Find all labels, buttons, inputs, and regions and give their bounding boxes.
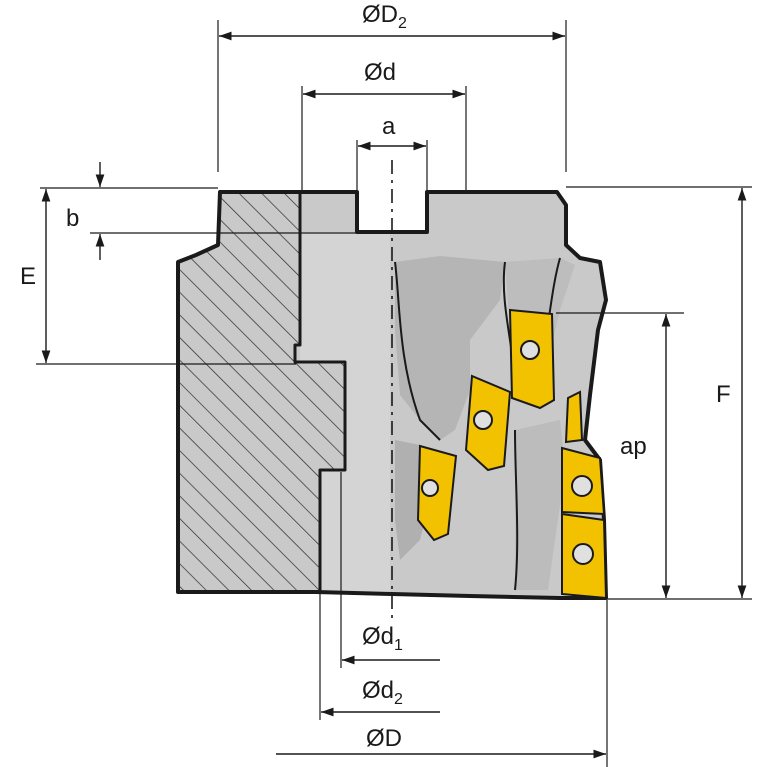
- label-a: a: [382, 113, 396, 140]
- body-outline: [176, 190, 608, 600]
- label-D: ØD: [366, 725, 402, 752]
- inserts: [416, 308, 608, 600]
- insert-lower-left: [416, 444, 458, 542]
- insert-lower-right: [561, 446, 606, 516]
- insert-edge-right: [564, 390, 584, 444]
- label-E: E: [20, 263, 36, 290]
- torx-screw-icon: [520, 340, 540, 360]
- insert-upper-mid: [464, 374, 512, 472]
- section-boundary: [293, 192, 347, 592]
- flute-upper: [395, 256, 505, 440]
- flute-edge-1: [394, 261, 441, 441]
- torx-screw-icon: [421, 479, 439, 497]
- label-d1: Ød1: [362, 623, 403, 654]
- label-d: Ød: [364, 59, 396, 86]
- torx-screw-icon: [473, 410, 493, 430]
- label-F: F: [716, 381, 731, 408]
- dimensions: [36, 20, 752, 767]
- torx-screw-icon: [572, 543, 594, 565]
- hatched-section: [178, 192, 345, 592]
- label-d2: Ød2: [362, 677, 403, 708]
- flute-edge-4: [514, 429, 519, 591]
- flute-lower: [515, 420, 565, 590]
- label-D2: ØD2: [362, 1, 407, 32]
- torx-screw-icon: [571, 475, 593, 497]
- dimension-labels: ØD2 Ød a b E F ap Ød1 Ød2 ØD: [20, 1, 731, 752]
- label-ap: ap: [620, 433, 647, 460]
- label-b: b: [66, 205, 79, 232]
- insert-bottom-right: [561, 512, 608, 600]
- insert-top: [508, 308, 556, 410]
